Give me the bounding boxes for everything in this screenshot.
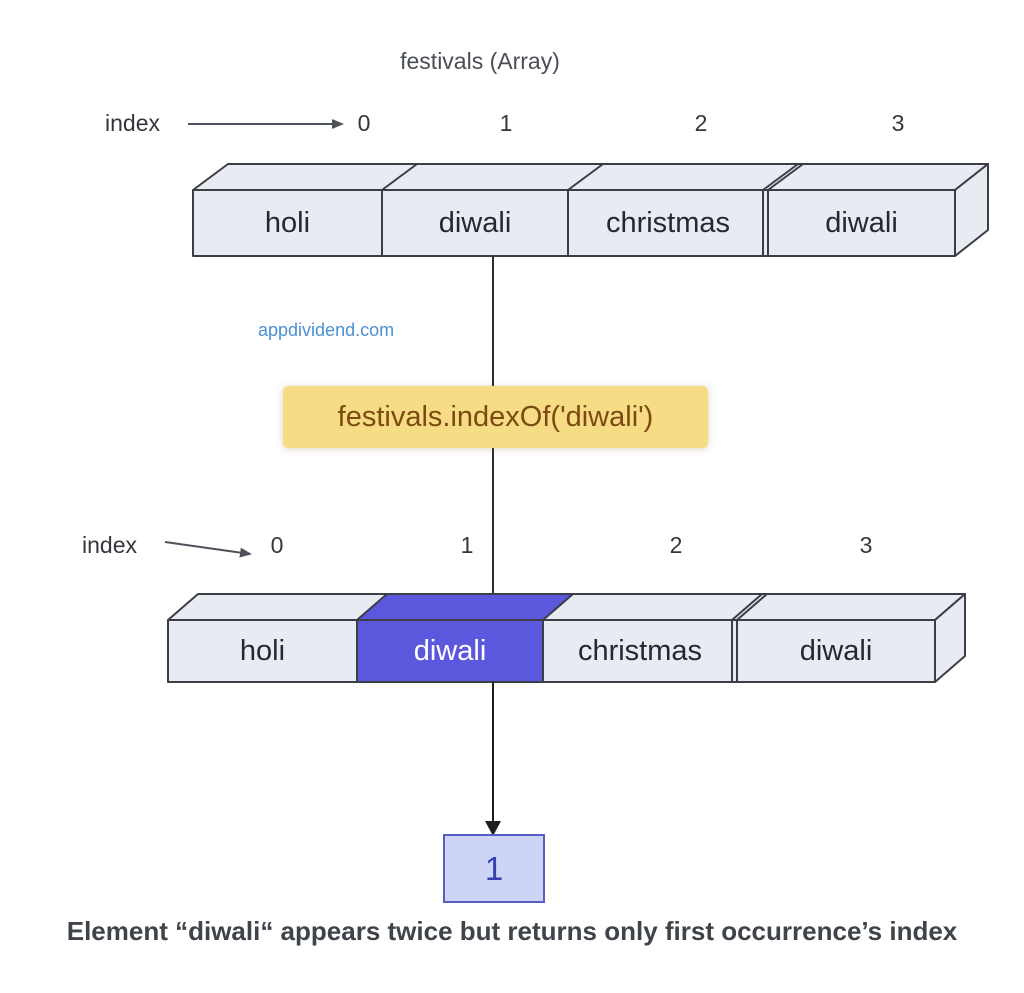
bottom-cell-holi: holi [239, 634, 286, 667]
bottom-index-1: 1 [460, 532, 474, 558]
bottom-index-3: 3 [859, 532, 873, 558]
diagram-title: festivals (Array) [400, 48, 560, 74]
top-cell-holi: holi [264, 206, 311, 239]
result-value: 1 [484, 849, 504, 887]
bottom-index-label: index [82, 532, 137, 558]
result-arrow [485, 682, 501, 836]
bottom-index-2: 2 [669, 532, 683, 558]
bottom-cell-diwali-highlighted: diwali [413, 634, 487, 667]
top-index-2: 2 [694, 110, 708, 136]
top-cell-diwali-2: diwali [825, 206, 898, 239]
bottom-cell-diwali-2: diwali [799, 634, 873, 667]
operation-box: festivals.indexOf('diwali') [283, 386, 708, 448]
top-index-0: 0 [357, 110, 371, 136]
top-index-label: index [105, 110, 160, 136]
bottom-index-arrow [164, 541, 252, 558]
bottom-cell-christmas: christmas [577, 634, 703, 667]
top-cell-diwali: diwali [438, 206, 512, 239]
watermark-link: appdividend.com [258, 320, 395, 340]
bottom-index-0: 0 [270, 532, 284, 558]
operation-code: festivals.indexOf('diwali') [337, 400, 654, 433]
result-box: 1 [443, 834, 545, 903]
top-array-box [192, 163, 989, 257]
caption-text: Element “diwali“ appears twice but retur… [66, 916, 958, 946]
top-index-1: 1 [499, 110, 513, 136]
top-index-3: 3 [891, 110, 905, 136]
top-cell-christmas: christmas [605, 206, 731, 239]
highlighted-cell [356, 593, 574, 683]
